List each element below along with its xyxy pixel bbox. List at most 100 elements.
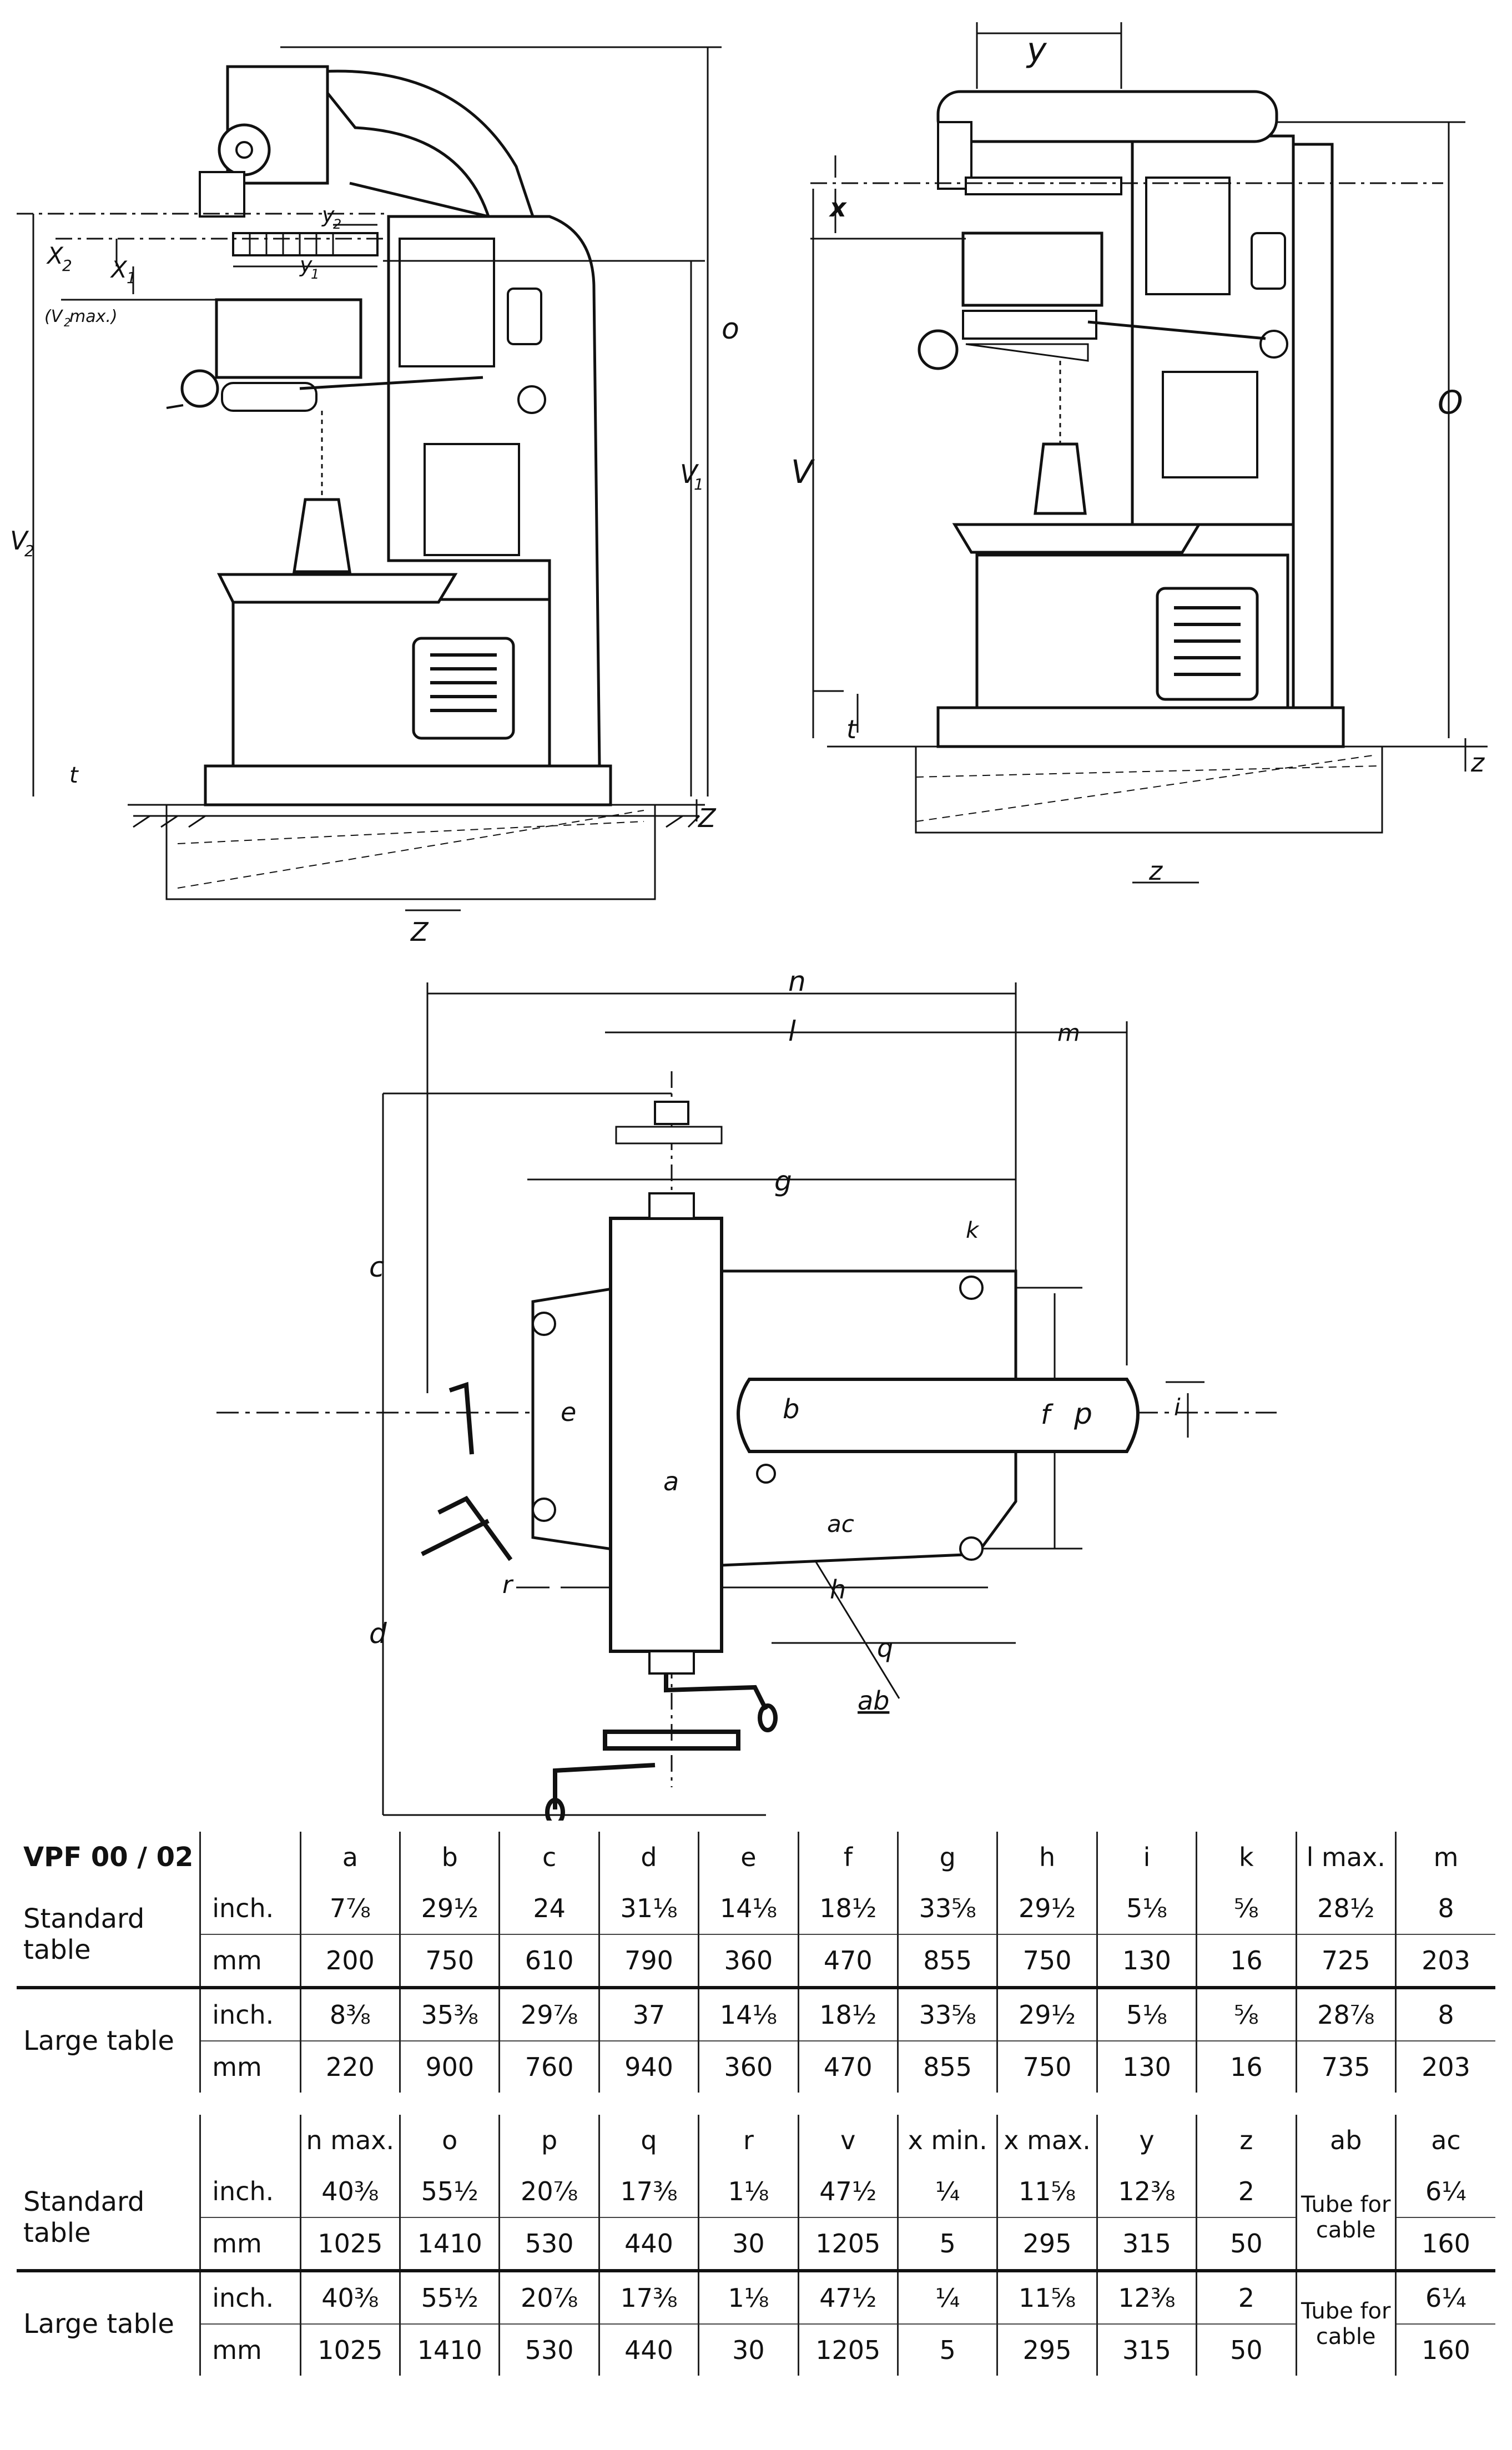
- table-cell: 18½: [797, 1883, 898, 1934]
- table-cell: 20⅞: [498, 2166, 599, 2217]
- label-y1: y: [299, 253, 313, 277]
- table-cell: ⅝: [1196, 1883, 1297, 1934]
- label-o-right: O: [1438, 384, 1463, 421]
- table-cell: ¼: [896, 2166, 997, 2217]
- table-cell: 1410: [399, 2323, 500, 2376]
- unit-label: inch.: [199, 2269, 301, 2324]
- table-cell: 35⅜: [399, 1986, 500, 2041]
- label-b: b: [783, 1394, 799, 1425]
- label-z-left-bottom: Z: [410, 917, 429, 947]
- table-cell: 2: [1196, 2166, 1297, 2217]
- unit-label: mm: [199, 2040, 301, 2093]
- technical-drawing: X 2 X 1 (V 2 max.) y 2 y 1 o V 1 V 2 t Z…: [10, 22, 1488, 1821]
- table-cell: 29½: [399, 1883, 500, 1934]
- table-cell: 5⅛: [1096, 1883, 1197, 1934]
- label-h: h: [830, 1575, 846, 1605]
- label-z-right-bottom: z: [1148, 856, 1163, 886]
- unit-label: inch.: [199, 2166, 301, 2217]
- header-p: p: [498, 2115, 599, 2166]
- table-cell: 28⅞: [1295, 1986, 1396, 2041]
- row-group-label: Large table: [17, 1986, 200, 2093]
- table-cell: 315: [1096, 2217, 1197, 2271]
- label-l: l: [788, 1015, 796, 1047]
- table-cell: 28½: [1295, 1883, 1396, 1934]
- label-t-right: t: [846, 714, 858, 744]
- table-cell: 160: [1394, 2323, 1495, 2376]
- table-cell: 203: [1394, 1934, 1495, 1988]
- table-cell: 760: [498, 2040, 599, 2093]
- table-cell: 12⅜: [1096, 2166, 1197, 2217]
- header-n-max: n max.: [299, 2115, 400, 2166]
- table-cell: 6¼: [1394, 2269, 1495, 2324]
- header-x-max: x max.: [996, 2115, 1097, 2166]
- label-a: a: [663, 1466, 679, 1496]
- table-cell: ¼: [896, 2269, 997, 2324]
- table-cell: 29⅞: [498, 1986, 599, 2041]
- side-view-left: X 2 X 1 (V 2 max.) y 2 y 1 o V 1 V 2 t Z…: [10, 46, 739, 947]
- plan-view: n l m c d g k e b f p i a ac r h q ab: [216, 965, 1277, 1821]
- label-ac: ac: [827, 1510, 854, 1537]
- label-v2: V: [10, 526, 29, 556]
- dimension-table-1: VPF 00 / 02 a b c d e f g h i k l max. m…: [17, 1832, 1495, 2093]
- unit-label: mm: [199, 2323, 301, 2376]
- header-d: d: [598, 1832, 699, 1883]
- unit-label: mm: [199, 2217, 301, 2271]
- table-cell: 17⅜: [598, 2166, 699, 2217]
- label-q: q: [877, 1633, 893, 1663]
- label-v2max: (V: [44, 307, 64, 326]
- label-k: k: [966, 1218, 980, 1243]
- table-cell: 11⅝: [996, 2166, 1097, 2217]
- label-y-right: y: [1026, 31, 1047, 69]
- row-group-label: Large table: [17, 2269, 200, 2376]
- header-e: e: [698, 1832, 799, 1883]
- table-cell: 295: [996, 2323, 1097, 2376]
- dimension-table-2: n max. o p q r v x min. x max. y z ab ac…: [17, 2115, 1495, 2376]
- label-z-right: z: [1470, 748, 1485, 778]
- label-i: i: [1174, 1394, 1181, 1421]
- header-y: y: [1096, 2115, 1197, 2166]
- table-cell: 50: [1196, 2217, 1297, 2271]
- table-cell: 33⅝: [896, 1883, 997, 1934]
- table-cell: 11⅝: [996, 2269, 1097, 2324]
- table-cell: 1205: [797, 2323, 898, 2376]
- label-p: p: [1073, 1398, 1092, 1431]
- unit-label: inch.: [199, 1986, 301, 2041]
- table-cell: 2: [1196, 2269, 1297, 2324]
- table-cell: 855: [896, 2040, 997, 2093]
- svg-text:1: 1: [694, 475, 704, 493]
- table-cell: 37: [598, 1986, 699, 2041]
- table-cell: 750: [996, 1934, 1097, 1988]
- table-cell: 940: [598, 2040, 699, 2093]
- unit-label: inch.: [199, 1883, 301, 1934]
- label-c: c: [369, 1251, 385, 1283]
- table-cell: 203: [1394, 2040, 1495, 2093]
- table-row: Standard table inch. 7⅞ 29½ 24 31⅛ 14⅛ 1…: [17, 1883, 1495, 1965]
- table-cell: 16: [1196, 2040, 1297, 2093]
- table-cell: 40⅜: [299, 2269, 400, 2324]
- table-cell: 1025: [299, 2323, 400, 2376]
- table-cell: 33⅝: [896, 1986, 997, 2041]
- header-k: k: [1196, 1832, 1297, 1883]
- table-cell: 315: [1096, 2323, 1197, 2376]
- table-cell: 5: [896, 2323, 997, 2376]
- table-cell: 6¼: [1394, 2166, 1495, 2217]
- table-cell: 440: [598, 2217, 699, 2271]
- table-cell: 5: [896, 2217, 997, 2271]
- label-z-left: Z: [697, 803, 717, 833]
- table-cell: 735: [1295, 2040, 1396, 2093]
- header-o: o: [399, 2115, 500, 2166]
- table-cell: 55½: [399, 2269, 500, 2324]
- table-cell: 790: [598, 1934, 699, 1988]
- table-cell: ⅝: [1196, 1986, 1297, 2041]
- label-d: d: [369, 1617, 387, 1650]
- svg-text:1: 1: [311, 266, 319, 282]
- table-cell: 530: [498, 2323, 599, 2376]
- table-row: mm 220 900 760 940 360 470 855 750 130 1…: [17, 2040, 1495, 2093]
- table-cell-tube-for-cable: Tube for cable: [1295, 2166, 1396, 2271]
- table-cell: 29½: [996, 1883, 1097, 1934]
- label-ab: ab: [858, 1686, 889, 1716]
- table-cell: 12⅜: [1096, 2269, 1197, 2324]
- header-r: r: [698, 2115, 799, 2166]
- table-cell: 750: [996, 2040, 1097, 2093]
- table-cell: 1⅛: [698, 2269, 799, 2324]
